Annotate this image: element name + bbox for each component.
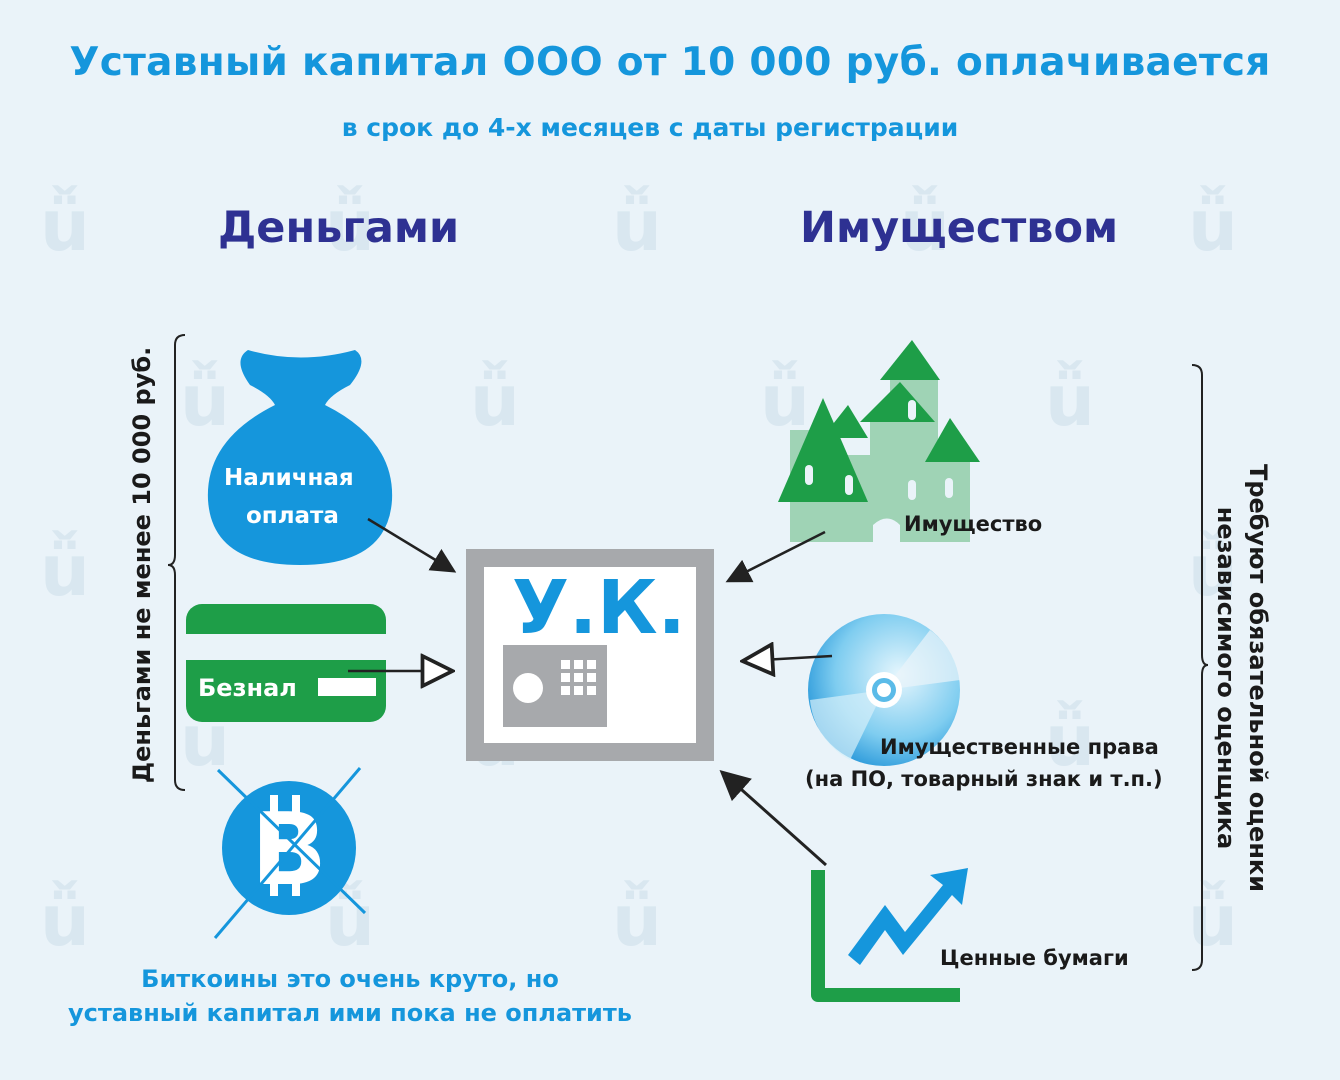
securities-label: Ценные бумаги [940, 946, 1129, 970]
castle-icon [778, 340, 980, 542]
arrow-property-to-safe [725, 530, 826, 583]
safe-label: У.К. [512, 565, 686, 651]
property-bracket [1191, 364, 1209, 971]
arrow-securities-to-safe [719, 770, 827, 867]
heading-property: Имуществом [800, 203, 1119, 253]
money-bracket-label: Деньгами не менее 10 000 руб. [128, 346, 156, 784]
growth-chart-icon [811, 868, 968, 1002]
cash-label-line1: Наличная [224, 465, 354, 491]
bank-card-icon [186, 604, 386, 722]
money-bracket [167, 334, 186, 791]
disc-icon [808, 614, 960, 766]
property-bracket-label-line2: независимого оценщика [1212, 506, 1240, 850]
property-bracket-label-line1: Требуют обязательной оценки [1244, 463, 1272, 893]
page-title: Уставный капитал ООО от 10 000 руб. опла… [69, 40, 1271, 85]
money-bag-icon [207, 350, 393, 565]
rights-label-line1: Имущественные права [880, 735, 1159, 759]
safe-icon [466, 549, 714, 761]
cash-label-line2: оплата [246, 503, 339, 529]
arrow-rights-to-safe [745, 656, 833, 661]
arrow-cash-to-safe [367, 517, 457, 573]
bitcoin-note: Биткоины это очень круто, но уставный ка… [40, 962, 660, 1030]
property-item-label: Имущество [904, 512, 1043, 536]
rights-label-line2: (на ПО, товарный знак и т.п.) [805, 767, 1163, 791]
heading-money: Деньгами [218, 203, 460, 253]
bitcoin-icon: B [213, 767, 367, 939]
bitcoin-note-line1: Биткоины это очень круто, но [141, 965, 559, 993]
bitcoin-note-line2: уставный капитал ими пока не оплатить [68, 999, 632, 1027]
page-subtitle: в срок до 4-х месяцев с даты регистрации [341, 113, 959, 142]
card-label: Безнал [198, 674, 297, 702]
